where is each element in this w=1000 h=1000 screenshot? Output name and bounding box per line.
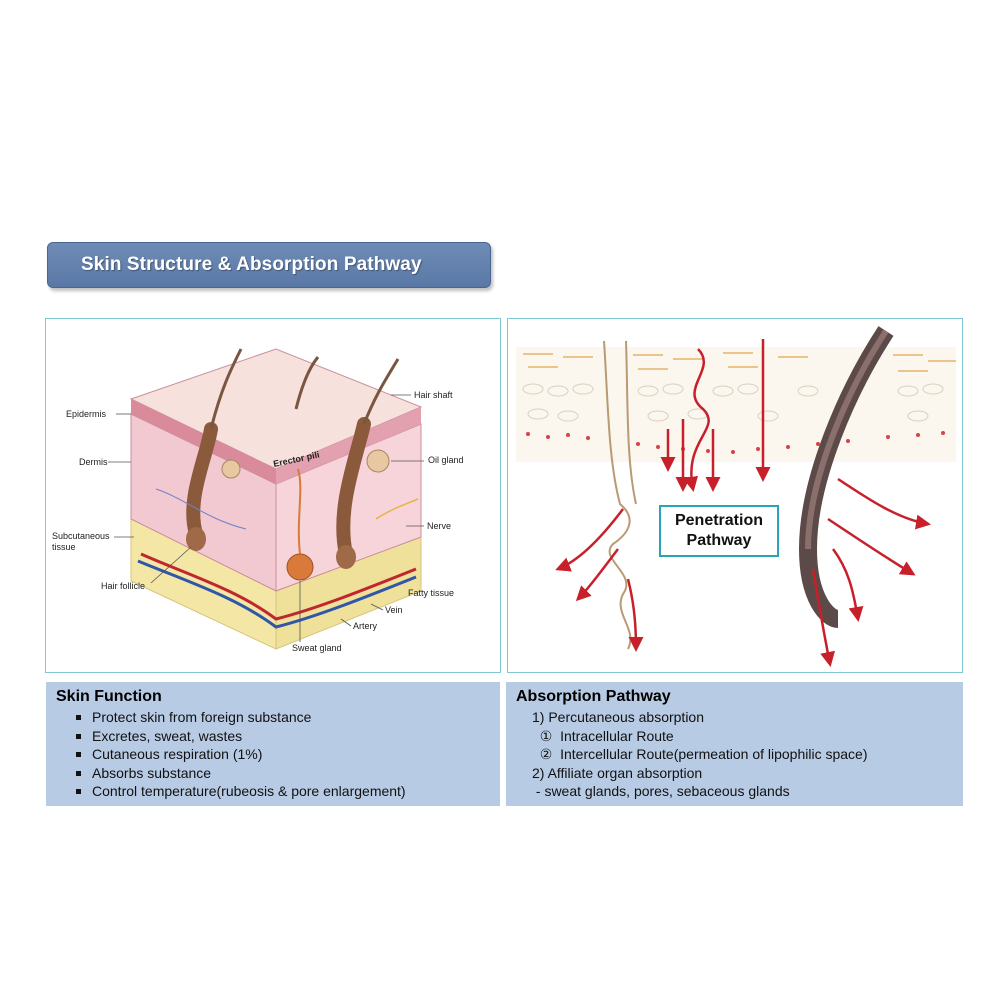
absorption-pathway-heading: Absorption Pathway <box>516 688 671 705</box>
penetration-line1: Penetration <box>674 512 763 529</box>
absorption-pathway-box: Absorption Pathway 1) Percutaneous absor… <box>506 682 963 806</box>
skin-layer-region <box>516 347 956 462</box>
hair-shaft-2 <box>294 356 320 410</box>
list-item: ① Intracellular Route <box>532 727 674 744</box>
skin-function-heading: Skin Function <box>56 688 162 705</box>
penetration-line2: Pathway <box>686 532 752 549</box>
nerve-fiber <box>375 498 419 520</box>
follicle-arrow-2 <box>827 517 916 576</box>
list-item: - sweat glands, pores, sebaceous glands <box>532 783 790 799</box>
label-fatty-tissue: Fatty tissue <box>408 588 454 598</box>
list-item: ② Intercellular Route(permeation of lipo… <box>532 746 868 762</box>
sweat-duct <box>297 468 302 555</box>
absorption-pathway-list: 1) Percutaneous absorption ① Intracellul… <box>516 708 953 801</box>
cell-ovals <box>522 383 944 422</box>
duct-arrow-3 <box>626 578 644 652</box>
label-dermis: Dermis <box>79 457 108 467</box>
list-item: Protect skin from foreign substance <box>76 708 490 727</box>
hair-shaft-3 <box>362 358 400 425</box>
oil-gland-1 <box>221 459 241 479</box>
penetration-arrows <box>555 339 931 667</box>
label-tissue: tissue <box>52 542 76 552</box>
hair-follicle-2 <box>336 417 371 561</box>
label-artery: Artery <box>353 621 378 631</box>
artery-line <box>140 552 417 621</box>
label-sweat-gland: Sweat gland <box>292 643 342 653</box>
follicle-arrow-4 <box>811 568 836 667</box>
list-item: Absorbs substance <box>76 764 490 783</box>
label-vein: Vein <box>385 605 403 615</box>
penetration-pathway-illustration <box>516 326 956 667</box>
oil-gland-2 <box>366 449 390 473</box>
intracellular-arrow <box>683 348 710 492</box>
label-epidermis: Epidermis <box>66 409 107 419</box>
hair-bulb-1 <box>186 527 206 551</box>
hair-bulb-2 <box>336 545 356 569</box>
hair-shaft-1 <box>209 348 243 430</box>
epidermis-side-strip <box>276 407 421 484</box>
label-subcutaneous: Subcutaneous <box>52 531 110 541</box>
list-item: Control temperature(rubeosis & pore enla… <box>76 782 490 801</box>
duct-arrow-1 <box>555 508 624 572</box>
follicle-arrow-3 <box>831 548 864 622</box>
penetration-pathway-panel <box>507 318 963 673</box>
sweat-duct-outline <box>603 340 632 650</box>
page-title: Skin Structure & Absorption Pathway <box>81 254 422 275</box>
skin-function-box: Skin Function Protect skin from foreign … <box>46 682 500 806</box>
nerve-line <box>155 488 247 530</box>
label-hair-follicle: Hair follicle <box>101 581 145 591</box>
label-hair-shaft: Hair shaft <box>414 390 453 400</box>
vein-line <box>137 559 417 629</box>
sweat-gland <box>286 553 314 581</box>
label-nerve: Nerve <box>427 521 451 531</box>
follicle-arrow-1 <box>837 477 931 530</box>
label-oil-gland: Oil gland <box>428 455 464 465</box>
list-item: Excretes, sweat, wastes <box>76 727 490 746</box>
hair-shaft <box>805 329 889 550</box>
corneum-dashes <box>523 352 956 372</box>
skin-structure-panel: Epidermis Dermis Subcutaneous tissue Hai… <box>45 318 501 673</box>
sweat-duct-outline-2 <box>625 340 637 505</box>
penetration-pathway-label: Penetration Pathway <box>659 505 779 557</box>
list-item: 2) Affiliate organ absorption <box>532 764 703 781</box>
basal-dots <box>526 431 945 454</box>
list-item: 1) Percutaneous absorption <box>532 709 704 725</box>
skin-function-list: Protect skin from foreign substance Excr… <box>56 708 490 801</box>
title-banner: Skin Structure & Absorption Pathway <box>47 242 491 288</box>
hair-follicle-1 <box>186 422 218 541</box>
skin-structure-illustration: Epidermis Dermis Subcutaneous tissue Hai… <box>52 348 464 653</box>
duct-arrow-2 <box>575 548 619 602</box>
list-item: Cutaneous respiration (1%) <box>76 745 490 764</box>
